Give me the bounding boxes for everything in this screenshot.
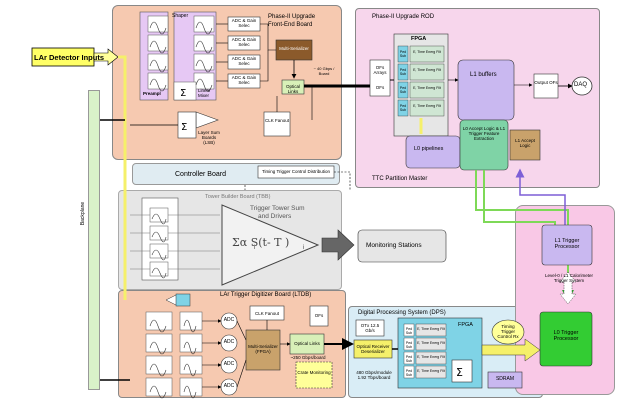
dps-cell-3a: Ped Sub	[405, 355, 413, 363]
rod-cell-3b: E, Time Energ Filt	[413, 86, 441, 90]
tbb-formula-sub-2: i	[303, 245, 305, 251]
preampl-label: Preampl	[143, 91, 161, 96]
ltdb-adc-3: ADC	[223, 361, 235, 367]
rod-cell-1b: E, Time Energ Filt	[413, 50, 441, 54]
rod-title: Phase-II Upgrade ROD	[372, 14, 435, 20]
dps-cell-4a: Ped Sub	[405, 369, 413, 377]
linear-mixer-label: Linear Mixer	[198, 88, 211, 98]
monitoring-stations-label: Monitoring Stations	[366, 242, 422, 249]
feb-data-rate-label: ~ 40 Gbps / Board	[313, 66, 335, 76]
l0-accept-logic-label: L0 Accept Logic & L1 Trigger Feature Ext…	[462, 126, 506, 141]
crate-monitoring-label: Crate Monitoring	[297, 370, 331, 375]
ltdb-clk-fanout-label: CLK Fanout	[254, 311, 279, 316]
sdram-label: SDRAM	[495, 376, 515, 382]
controller-board-label: Controller Board	[175, 171, 226, 178]
dps-rate-label: 480 Gbps/module 1.92 Tbps/board	[356, 370, 392, 380]
ltdb-optical-links-label: Optical Links	[294, 341, 320, 346]
adc-gain-4: ADC & Gain Selec	[231, 75, 257, 85]
feb-multi-serializer-label: Multi-Serializer	[279, 46, 309, 51]
ltdb-adc-1: ADC	[223, 317, 235, 323]
dps-fpga-label: FPGA	[458, 322, 473, 328]
ofs-arrays-label: OFs Arrays	[373, 65, 387, 75]
tbb-formula: Σα S(t- T )	[232, 236, 290, 249]
l1-buffers-label: L1 buffers	[470, 72, 497, 78]
dps-cell-3b: E, Time Energ Filt	[417, 355, 445, 359]
dps-cell-2a: Ped Sub	[405, 341, 413, 349]
ltdb-adc-2: ADC	[223, 339, 235, 345]
rod-cell-2a: Ped Sub	[399, 68, 407, 76]
l1-accept-logic-label: L1 Accept Logic	[515, 138, 535, 148]
adc-gain-3: ADC & Gain Selec	[231, 56, 257, 66]
ttc-partition-master-label: TTC Partition Master	[372, 176, 428, 182]
adc-gain-1: ADC & Gain Selec	[231, 18, 257, 28]
shaper-label: Shaper	[172, 13, 189, 19]
rod-fpga-label: FPGA	[411, 36, 427, 42]
output-ofs-label: Output OFs	[534, 80, 558, 85]
adc-gain-2: ADC & Gain Selec	[231, 37, 257, 47]
feb-title-2: Front-End Board	[268, 22, 313, 28]
ltdb-ofs-label: OFs	[314, 313, 324, 318]
l0-trigger-processor-label: L0 Trigger Processor	[553, 330, 579, 342]
feb-title-1: Phase-II Upgrade	[268, 14, 316, 20]
l0l1-system-label: Level-0 / L1 Calorimeter Trigger System	[544, 273, 594, 283]
l0-pipelines-label: L0 pipelines	[414, 146, 444, 152]
dps-cell-2b: E, Time Energ Filt	[417, 341, 445, 345]
rod-cell-1a: Ped Sub	[399, 50, 407, 58]
rod-cell-4a: Ped Sub	[399, 104, 407, 112]
svg-text:Σ: Σ	[456, 366, 463, 379]
backplane-bar	[88, 90, 100, 390]
tbb-title: Tower Builder Board (TBB)	[205, 194, 271, 200]
optical-receiver-label: Optical Receiver Deserializer	[356, 344, 390, 354]
feb-optical-links-label: Optical Links	[285, 84, 300, 94]
tbb-sum-title-1: Trigger Tower Sum	[250, 205, 305, 212]
dps-timing-trigger-label: Timing Trigger Control Rx	[497, 324, 519, 339]
dps-cell-4b: E, Time Energ Filt	[417, 369, 445, 373]
svg-text:Σ: Σ	[181, 122, 187, 133]
dps-title: Digital Processing System (DPS)	[358, 310, 446, 316]
ltdb-title: LAr Trigger Digitizer Board (LTDB)	[220, 292, 312, 298]
rod-cell-4b: E, Time Energ Filt	[413, 104, 441, 108]
dps-otx-label: OTx 12.5 Gb/s	[360, 323, 380, 333]
lar-detector-inputs-label: LAr Detector Inputs	[34, 53, 105, 62]
tbb-formula-sub-1: i	[254, 245, 256, 251]
dps-cell-1b: E, Time Energ Filt	[417, 327, 445, 331]
daq-label: DAQ	[574, 82, 588, 88]
layer-sum-label: Layer Sum Boards (LSB)	[198, 130, 220, 145]
rod-cell-2b: E, Time Energ Filt	[413, 68, 441, 72]
ltdb-rate-label: ~250 Gbps/board	[290, 355, 326, 360]
ltdb-multi-serializer-label: Multi-Serializer (FPGA)	[248, 344, 278, 354]
dps-cell-1a: Ped Sub	[405, 327, 413, 335]
rod-cell-3a: Ped Sub	[399, 86, 407, 94]
timing-trigger-distribution-label: Timing Trigger Control Distribution	[261, 169, 331, 174]
svg-text:Σ: Σ	[180, 88, 186, 99]
feb-clk-fanout-label: CLK Fanout	[264, 118, 289, 123]
ltdb-adc-4: ADC	[223, 383, 235, 389]
rod-ofs-label: OFs	[375, 85, 385, 90]
tbb-sum-title-2: and Drivers	[258, 213, 292, 220]
l1-trigger-processor-label: L1 Trigger Processor	[554, 238, 580, 250]
